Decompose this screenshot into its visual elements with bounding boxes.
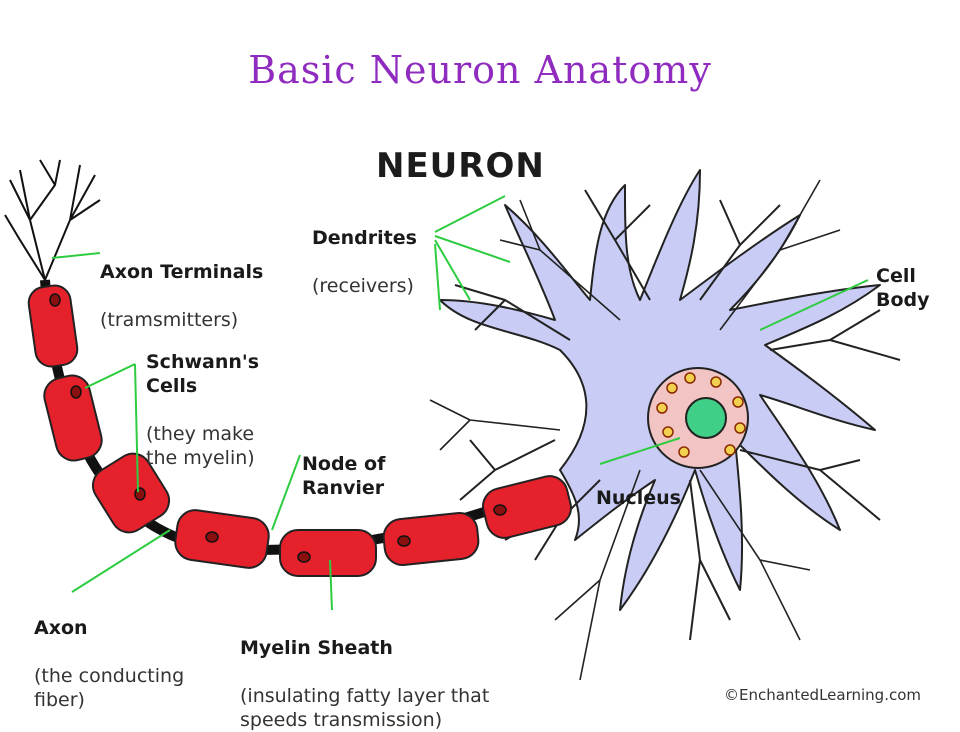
slide-title: Basic Neuron Anatomy [248, 48, 712, 92]
label-dendrites: Dendrites (receivers) [312, 202, 417, 298]
label-schwann-name: Schwann's Cells [146, 351, 260, 397]
label-axon-terminals-note: (tramsmitters) [100, 309, 239, 331]
label-dendrites-name: Dendrites [312, 227, 417, 249]
label-myelin-name: Myelin Sheath [240, 637, 393, 659]
label-myelin-note: (insulating fatty layer that speeds tran… [240, 685, 490, 731]
label-axon-note: (the conducting fiber) [34, 665, 185, 711]
label-cell-body-name: Cell Body [876, 265, 930, 311]
label-axon-terminals-name: Axon Terminals [100, 261, 264, 283]
nucleus [647, 367, 749, 469]
credit-text: ©EnchantedLearning.com [724, 686, 921, 704]
label-node-name: Node of Ranvier [302, 453, 386, 499]
label-axon: Axon (the conducting fiber) [34, 592, 184, 712]
label-myelin-sheath: Myelin Sheath (insulating fatty layer th… [240, 612, 489, 732]
label-schwann-cells: Schwann's Cells (they make the myelin) [146, 326, 259, 470]
label-nucleus: Nucleus [596, 462, 681, 510]
label-schwann-note: (they make the myelin) [146, 423, 255, 469]
label-dendrites-note: (receivers) [312, 275, 414, 297]
axon-terminals [4, 159, 101, 281]
label-cell-body: Cell Body [876, 240, 930, 312]
label-axon-terminals: Axon Terminals (tramsmitters) [100, 236, 263, 332]
neuron-heading: NEURON [376, 146, 545, 186]
myelin-nuclei [49, 293, 507, 563]
label-node-of-ranvier: Node of Ranvier [302, 428, 385, 500]
leader-lines [51, 195, 869, 611]
myelin-sheath [27, 284, 572, 577]
label-nucleus-name: Nucleus [596, 487, 681, 509]
label-axon-name: Axon [34, 617, 88, 639]
